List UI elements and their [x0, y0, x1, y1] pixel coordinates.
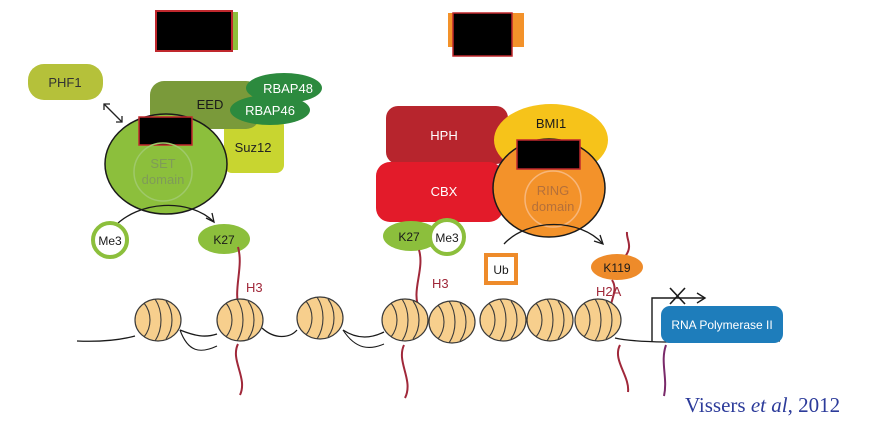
- k27-label-right: K27: [398, 230, 420, 244]
- ring-domain-label-2: domain: [532, 199, 575, 214]
- redacted-title-right: [448, 12, 524, 57]
- ub-mark: Ub: [484, 253, 518, 285]
- nucleosome-6: [479, 298, 527, 342]
- nucleosome-7: [526, 298, 574, 342]
- hph-protein: HPH: [386, 106, 508, 164]
- h3-tail-right-top: [415, 249, 422, 311]
- h3-tail-right-bottom: [400, 344, 409, 399]
- h3-tail-left-bottom: [235, 343, 243, 396]
- ring1b-protein: RING domain: [492, 138, 606, 238]
- phf1-protein: PHF1: [28, 64, 103, 100]
- h2a-label: H2A: [596, 284, 622, 299]
- rna-polymerase-label: RNA Polymerase II: [671, 318, 772, 332]
- nucleosome-2: [216, 298, 264, 342]
- me3-label-left: Me3: [98, 234, 122, 248]
- blocked-transcription: RNA Polymerase II: [651, 287, 783, 397]
- methyl-transfer-arrow: [112, 204, 215, 229]
- nucleosome-1: [134, 298, 182, 342]
- rbap48-label: RBAP48: [263, 81, 313, 96]
- nucleosome-5: [428, 300, 476, 344]
- chromatin-fiber: H3 H3 H2A: [76, 246, 781, 399]
- k119-mark: K119: [591, 231, 643, 280]
- k119-label: K119: [603, 261, 630, 275]
- nucleosome-8: [574, 298, 622, 342]
- redacted-ezh2-label: [138, 116, 193, 146]
- polymerase-tail: [662, 344, 667, 397]
- rbap46-label: RBAP46: [245, 103, 295, 118]
- bmi1-label: BMI1: [536, 116, 566, 131]
- h3-label-left: H3: [246, 280, 263, 295]
- eed-label: EED: [197, 97, 224, 112]
- hph-label: HPH: [430, 128, 457, 143]
- nucleosome-4: [381, 298, 429, 342]
- me3-label-right: Me3: [435, 231, 459, 245]
- cbx-label: CBX: [431, 184, 458, 199]
- ezh2-protein: SET domain: [104, 113, 228, 215]
- ub-label: Ub: [493, 263, 509, 277]
- citation-year: , 2012: [787, 393, 841, 417]
- ubiquitin-transfer-arrow: [503, 223, 605, 246]
- k27-mark-left: K27: [198, 224, 250, 254]
- ring-domain-circle: [524, 170, 582, 228]
- rbap46-protein: RBAP46: [230, 95, 310, 125]
- set-domain-circle: [133, 142, 193, 202]
- citation-etal: et al: [750, 393, 788, 417]
- suz12-label: Suz12: [235, 140, 272, 155]
- set-domain-label-1: SET: [150, 156, 175, 171]
- redacted-title-left: [155, 10, 238, 52]
- ring-domain-label-1: RING: [537, 183, 570, 198]
- prc2-complex: PHF1 Suz12 EED RBAP48 RBAP46 SET d: [28, 64, 322, 259]
- me3-mark-left: Me3: [91, 221, 129, 259]
- rna-polymerase-ii: [661, 306, 783, 343]
- nucleosome-3: [296, 296, 344, 340]
- me3-mark-right: Me3: [428, 218, 466, 256]
- h2a-tail-bottom: [617, 344, 630, 393]
- suz12-protein: Suz12: [224, 118, 284, 173]
- phf1-label: PHF1: [48, 75, 81, 90]
- citation-authors: Vissers: [685, 393, 751, 417]
- citation: Vissers et al, 2012: [685, 393, 840, 418]
- k27-mark-right: K27: [383, 221, 439, 251]
- redacted-ring1b-label: [516, 139, 581, 170]
- prc1-complex: HPH CBX BMI1 RING domain K27 Me3: [376, 104, 643, 285]
- h3-label-right: H3: [432, 276, 449, 291]
- cbx-protein: CBX: [376, 162, 503, 222]
- interaction-arrow: [103, 103, 123, 123]
- k27-label-left: K27: [213, 233, 235, 247]
- tss-arrow: [651, 297, 704, 342]
- set-domain-label-2: domain: [142, 172, 185, 187]
